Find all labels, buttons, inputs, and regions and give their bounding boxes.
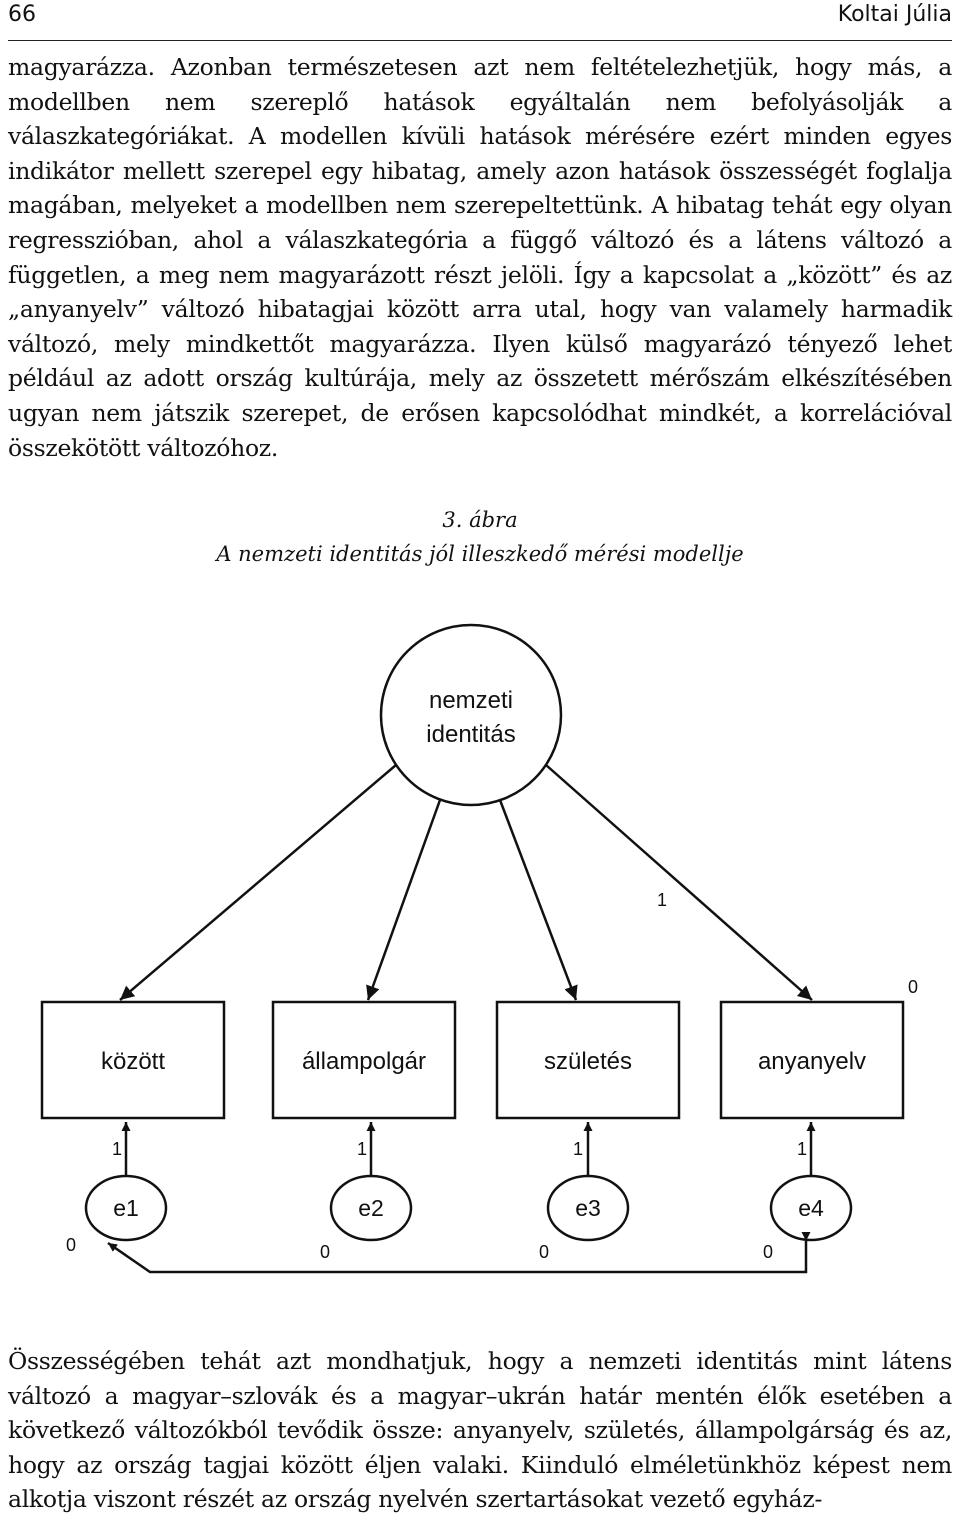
fixed-loading-label: 1: [657, 890, 667, 910]
error-variance-label-e1: 0: [66, 1235, 76, 1255]
indicator-label-kozott: között: [101, 1048, 165, 1075]
figure-number: 3. ábra: [442, 508, 518, 532]
page-header: 66 Koltai Júlia: [8, 0, 952, 41]
indicator-box-szuletes: [495, 1000, 681, 1120]
indicator-box-anyanyelv: [719, 1000, 905, 1120]
indicator-box-kozott: [40, 1000, 226, 1120]
indicator-label-allampolgar: állampolgár: [302, 1048, 426, 1075]
error-loading-label-e4: 1: [797, 1139, 807, 1159]
measurement-model-diagram: nemzeti identitás 0 1 között állampolgár…: [40, 623, 918, 1274]
error-variance-label-e3: 0: [539, 1242, 549, 1262]
running-head: Koltai Júlia: [837, 2, 952, 27]
error-variance-label-e2: 0: [320, 1242, 330, 1262]
error-label-e4: e4: [798, 1195, 824, 1221]
loading-arrow-allampolgar: [366, 799, 442, 1001]
error-variance-label-e4: 0: [763, 1242, 773, 1262]
body-paragraph-1: magyarázza. Azonban természetesen azt ne…: [8, 53, 952, 462]
error-correlation-e1-e4: [107, 1232, 811, 1274]
loading-arrow-szuletes: [498, 799, 578, 1001]
error-loading-label-e2: 1: [357, 1139, 367, 1159]
latent-variable-circle: [379, 623, 563, 807]
error-circle-e4: [769, 1174, 853, 1242]
latent-label-line2: identitás: [426, 721, 515, 748]
indicator-label-szuletes: születés: [544, 1048, 632, 1075]
error-label-e1: e1: [113, 1195, 139, 1221]
indicator-box-allampolgar: [271, 1000, 457, 1120]
error-label-e3: e3: [575, 1195, 601, 1221]
loading-arrow-anyanyelv: [545, 764, 813, 1001]
indicator-label-anyanyelv: anyanyelv: [758, 1048, 866, 1075]
latent-label-line1: nemzeti: [429, 687, 513, 714]
error-loading-label-e3: 1: [573, 1139, 583, 1159]
error-loading-label-e1: 1: [112, 1139, 122, 1159]
error-label-e2: e2: [358, 1195, 384, 1221]
latent-variance-label: 0: [908, 977, 918, 997]
page-number: 66: [8, 2, 36, 27]
loading-arrow-kozott: [119, 764, 397, 1001]
figure-title: A nemzeti identitás jól illeszkedő mérés…: [216, 542, 744, 566]
body-paragraph-2: Összességében tehát azt mondhatjuk, hogy…: [8, 1347, 952, 1514]
